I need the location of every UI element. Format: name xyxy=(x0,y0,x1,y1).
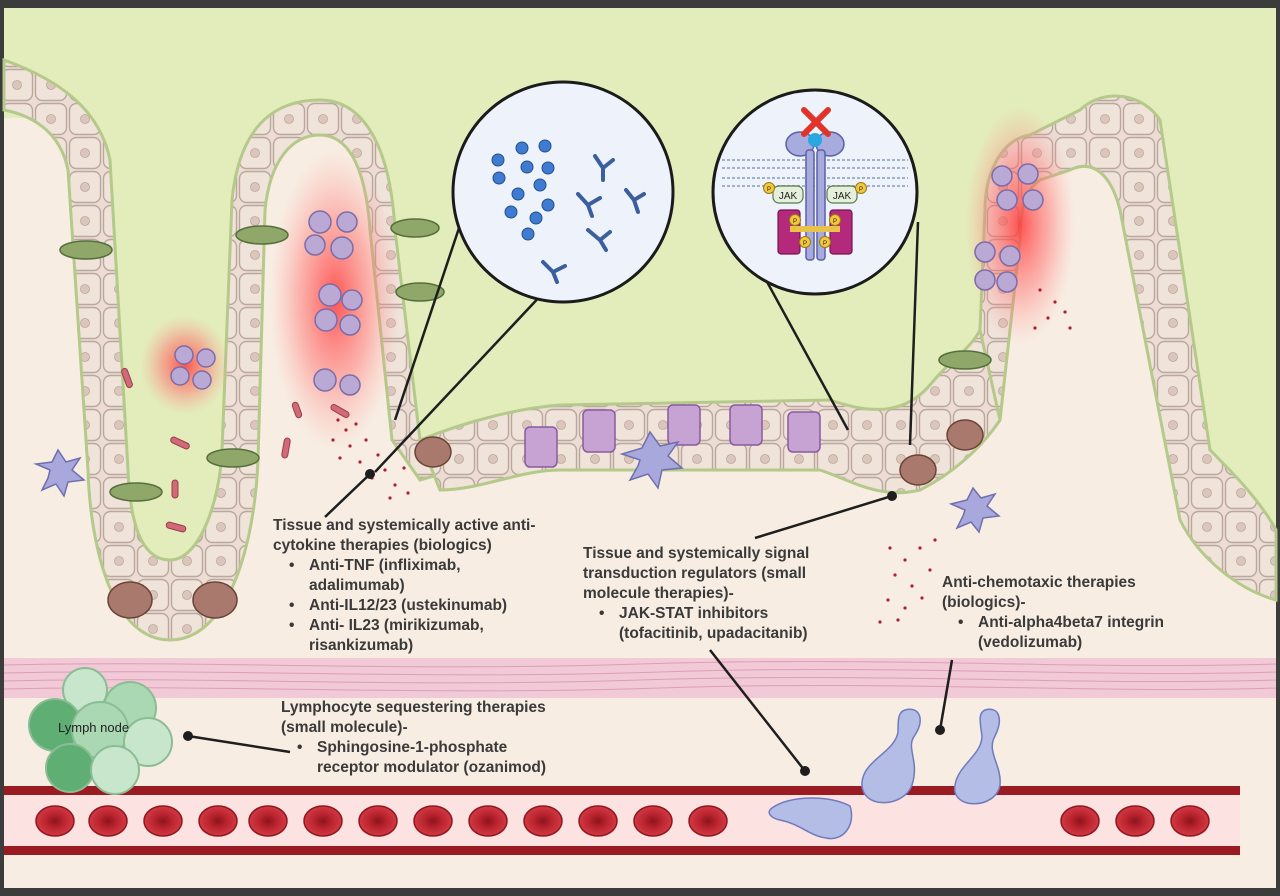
red-blood-cells xyxy=(35,805,1210,837)
bacteria xyxy=(121,367,350,533)
goblet-cells xyxy=(59,218,992,502)
membrane xyxy=(722,159,908,187)
red-x-icon xyxy=(801,107,831,137)
jak-left xyxy=(772,185,804,204)
pointer-lines xyxy=(187,194,954,772)
inflammation-glow xyxy=(140,315,230,415)
list-item: Anti-TNF (infliximab, adalimumab) xyxy=(289,556,535,596)
list-item: Sphingosine-1-phosphate receptor modulat… xyxy=(297,738,546,778)
phospho-label: P xyxy=(823,241,827,247)
lymphocyte-label: Lymphocyte sequestering therapies (small… xyxy=(281,698,546,778)
phospho-label: P xyxy=(793,219,797,225)
antibody-icon xyxy=(541,154,646,284)
antichemotaxic-label: Anti-chemotaxic therapies (biologics)- A… xyxy=(942,573,1164,653)
jak-left-label: JAK xyxy=(779,191,798,202)
phospho-dots xyxy=(763,182,867,248)
anticytokine-label: Tissue and systemically active anti- cyt… xyxy=(273,516,535,656)
inflammation-glow xyxy=(965,105,1075,345)
phospho-label: P xyxy=(859,187,863,193)
signal-heading-2: transduction regulators (small xyxy=(583,565,807,582)
pointer-dots xyxy=(183,469,945,776)
list-item: Anti-IL12/23 (ustekinumab) xyxy=(289,596,535,616)
phospho-label: P xyxy=(767,187,771,193)
vessel-wall-top xyxy=(4,786,1240,795)
neutrophil-cluster xyxy=(170,163,1044,396)
jak-right xyxy=(826,185,858,204)
antichemotaxic-heading-1: Anti-chemotaxic therapies xyxy=(942,574,1136,591)
signal-heading-1: Tissue and systemically signal xyxy=(583,545,810,562)
lymph-node-label: Lymph node xyxy=(58,720,130,735)
lymph-node xyxy=(28,667,173,795)
leukocytes xyxy=(768,708,1001,840)
signal-heading-3: molecule therapies)- xyxy=(583,585,734,602)
blood-vessel-lumen xyxy=(4,790,1240,852)
antichemotaxic-heading-2: (biologics)- xyxy=(942,594,1026,611)
list-item: JAK-STAT inhibitors (tofacitinib, upadac… xyxy=(599,604,809,644)
cytokine-particle-icon xyxy=(491,139,555,241)
receptor xyxy=(785,131,845,261)
vessel-wall-bottom xyxy=(4,846,1240,855)
inset-jak-receptor: JAK JAK P P P P P P xyxy=(711,88,919,296)
lymphocyte-heading-2: (small molecule)- xyxy=(281,719,408,736)
signal-label: Tissue and systemically signal transduct… xyxy=(583,544,809,644)
anticytokine-heading-1: Tissue and systemically active anti- xyxy=(273,517,536,534)
phospho-label: P xyxy=(803,241,807,247)
inset-cytokine-antibody xyxy=(451,80,675,304)
list-item: Anti-alpha4beta7 integrin (vedolizumab) xyxy=(958,613,1164,653)
phospho-label: P xyxy=(833,219,837,225)
dendritic-cells xyxy=(33,430,1001,534)
muscle-fibers xyxy=(3,660,1277,692)
paneth-cells xyxy=(524,404,821,468)
intestinal-lumen xyxy=(4,8,1276,560)
list-item: Anti- IL23 (mirikizumab, risankizumab) xyxy=(289,616,535,656)
cytokine-dots xyxy=(331,288,1072,624)
crypt-base-cells xyxy=(107,419,984,619)
anticytokine-heading-2: cytokine therapies (biologics) xyxy=(273,537,492,554)
jak-right-label: JAK xyxy=(833,191,852,202)
lymphocyte-heading-1: Lymphocyte sequestering therapies xyxy=(281,699,546,716)
